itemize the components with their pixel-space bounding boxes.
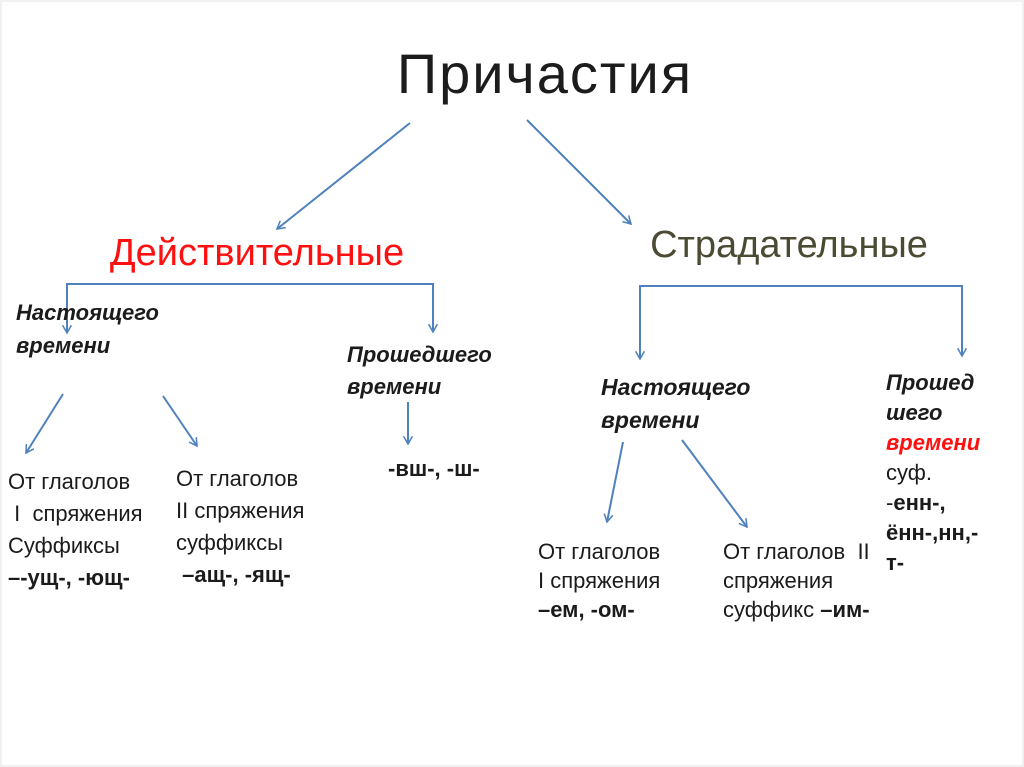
suffixes-line: –-ущ-, -ющ- bbox=[8, 565, 130, 590]
label-line: времени bbox=[347, 374, 442, 399]
arrow-active-present-to-conj1 bbox=[25, 393, 64, 455]
label-active-past-tense: Прошедшего времени bbox=[347, 339, 492, 403]
suffixes-line: т- bbox=[886, 550, 905, 575]
label-line: Настоящего bbox=[16, 300, 159, 325]
arrow-active-present-to-conj2 bbox=[162, 395, 198, 448]
passive-conjugation1-block: От глаголов I спряжения –ем, -ом- bbox=[538, 537, 660, 624]
active-conjugation1-block: От глаголов I спряжения Суффиксы –-ущ-, … bbox=[8, 466, 143, 594]
suffix-word: суффикс bbox=[723, 597, 821, 622]
suffix-value: енн-, bbox=[893, 490, 946, 515]
block-line: II спряжения bbox=[176, 498, 305, 523]
suffix-value: –им- bbox=[820, 597, 870, 622]
block-line: От глаголов II bbox=[723, 539, 870, 564]
suffix-hyphen: - bbox=[886, 490, 894, 515]
suffixes-line: суффикс –им- bbox=[723, 595, 870, 624]
bracket-active-to-tenses bbox=[61, 283, 439, 335]
block-line: суф. bbox=[886, 460, 932, 485]
heading-passive-participles: Страдательные bbox=[650, 224, 928, 266]
arrow-passive-present-to-conj2 bbox=[681, 439, 748, 529]
suffixes-line: –ащ-, -ящ- bbox=[176, 562, 291, 587]
label-line: времени bbox=[16, 333, 111, 358]
label-line: шего bbox=[886, 400, 943, 425]
block-line: Суффиксы bbox=[8, 533, 120, 558]
label-line-red: времени bbox=[886, 430, 981, 455]
block-line: спряжения bbox=[723, 568, 834, 593]
label-passive-present-tense: Настоящего времени bbox=[601, 371, 750, 437]
heading-active-participles: Действительные bbox=[109, 232, 405, 274]
block-line: От глаголов bbox=[538, 539, 661, 564]
passive-conjugation2-block: От глаголов II спряжения суффикс –им- bbox=[723, 537, 870, 624]
active-past-suffixes: -вш-, -ш- bbox=[388, 456, 480, 481]
block-line: I спряжения bbox=[538, 568, 661, 593]
suffixes-line: -енн-, bbox=[886, 488, 980, 518]
block-line: I спряжения bbox=[8, 501, 143, 526]
label-line: Прошедшего bbox=[347, 342, 492, 367]
block-line: суффиксы bbox=[176, 530, 283, 555]
block-line: От глаголов bbox=[176, 466, 299, 491]
diagram-title: Причастия bbox=[396, 42, 694, 105]
block-line: От глаголов bbox=[8, 469, 131, 494]
label-line: Настоящего bbox=[601, 374, 751, 400]
label-line: времени bbox=[601, 407, 700, 433]
passive-past-tense-block: Прошед шего времени суф. -енн-, ённ-,нн,… bbox=[886, 368, 980, 578]
arrow-passive-present-to-conj1 bbox=[603, 441, 624, 524]
bracket-passive-to-tenses bbox=[634, 285, 968, 361]
suffixes-line: ённ-,нн,- bbox=[886, 520, 979, 545]
suffixes-line: –ем, -ом- bbox=[538, 597, 635, 622]
active-conjugation2-block: От глаголов II спряжения суффиксы –ащ-, … bbox=[176, 463, 304, 591]
arrow-title-to-passive bbox=[526, 119, 633, 226]
label-line: Прошед bbox=[886, 370, 975, 395]
arrow-title-to-active bbox=[275, 122, 411, 230]
label-active-present-tense: Настоящего времени bbox=[16, 296, 159, 362]
